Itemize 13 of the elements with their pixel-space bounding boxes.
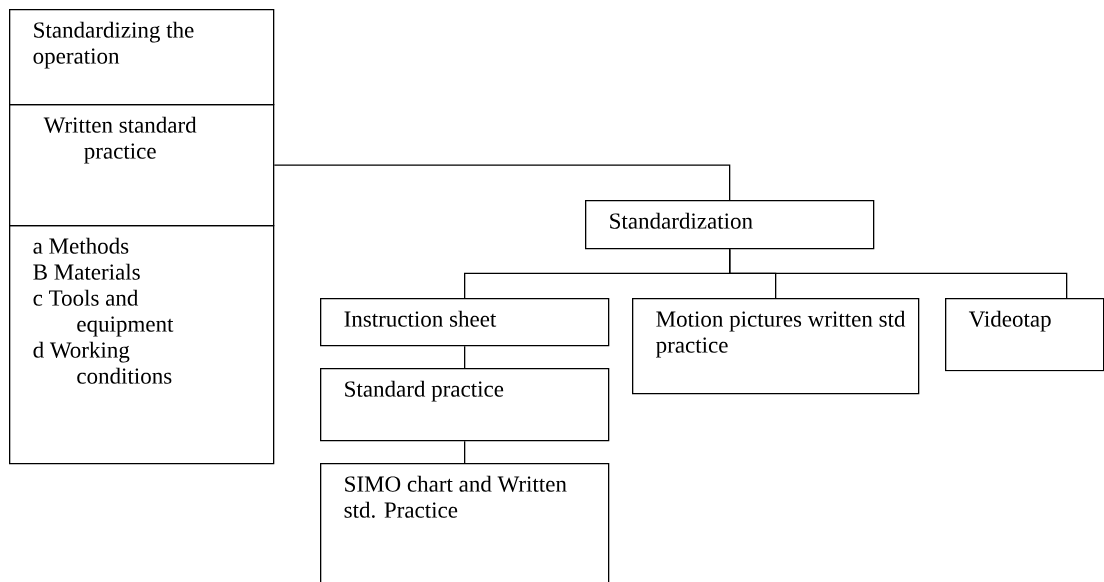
connector-line (464, 440, 466, 464)
connector-line (273, 164, 731, 201)
process-box: Standardization (585, 200, 875, 250)
process-box: Motion pictures written std practice (632, 298, 920, 395)
process-box: Instruction sheet (320, 298, 610, 347)
list-box: a Methods B Materials c Tools and equipment d Working conditions (9, 225, 275, 465)
process-box: Standard practice (320, 368, 610, 442)
title-box: Standardizing the operation (9, 9, 275, 106)
connector-line (729, 248, 1068, 299)
process-box: SIMO chart and Written std. Practice (320, 463, 610, 582)
connector-line (464, 345, 466, 369)
heading-box: Written standard practice (9, 104, 275, 227)
process-box: Videotap (945, 298, 1104, 372)
